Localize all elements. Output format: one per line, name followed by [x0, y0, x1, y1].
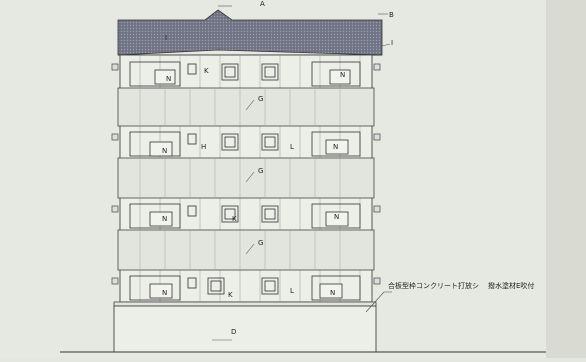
roof-label-a: A — [260, 0, 265, 8]
floor-2-openings — [129, 203, 361, 229]
balcony-label-n-2l: N — [162, 215, 168, 223]
balcony-label-n-4r: N — [340, 71, 346, 79]
balcony-label-n-4l: N — [166, 75, 172, 83]
unit-label-l-3: L — [290, 143, 294, 151]
floor-3-openings — [129, 131, 361, 157]
leader-i — [381, 43, 391, 47]
balcony-label-n-3r: N — [333, 143, 339, 151]
parapet-label-i: I — [391, 39, 394, 47]
unit-label-h-3: H — [201, 143, 207, 151]
label-leaders — [245, 99, 255, 255]
floor-4-openings — [129, 61, 361, 87]
ground-label-d: D — [231, 328, 237, 336]
unit-label-k-1: K — [228, 291, 233, 299]
balcony-label-n-1r: N — [330, 289, 336, 297]
finish-note-coating: 撥水塗材E吹付 — [488, 282, 535, 290]
slab-joints — [139, 88, 341, 270]
unit-label-k-4: K — [204, 67, 209, 75]
roof-label-b: B — [389, 11, 394, 19]
unit-label-k-2: K — [232, 215, 237, 223]
ground-plinth — [113, 305, 377, 353]
side-brackets — [111, 63, 381, 285]
balcony-label-n-1l: N — [162, 289, 168, 297]
wall-label-g-4: G — [258, 95, 264, 103]
unit-label-l-1: L — [290, 287, 294, 295]
balcony-slabs — [113, 87, 377, 307]
finish-note-concrete: 合板型枠コンクリート打放シ — [388, 282, 479, 290]
balcony-label-n-2r: N — [334, 213, 340, 221]
wall-label-g-2: G — [258, 239, 264, 247]
floor-1-openings — [129, 275, 361, 301]
wall-label-g-3: G — [258, 167, 264, 175]
roof-parapet — [117, 9, 383, 56]
paper-edge — [546, 0, 586, 358]
finish-leader — [365, 291, 392, 313]
balcony-label-n-3l: N — [162, 147, 168, 155]
roof-label-i: I — [165, 34, 168, 42]
